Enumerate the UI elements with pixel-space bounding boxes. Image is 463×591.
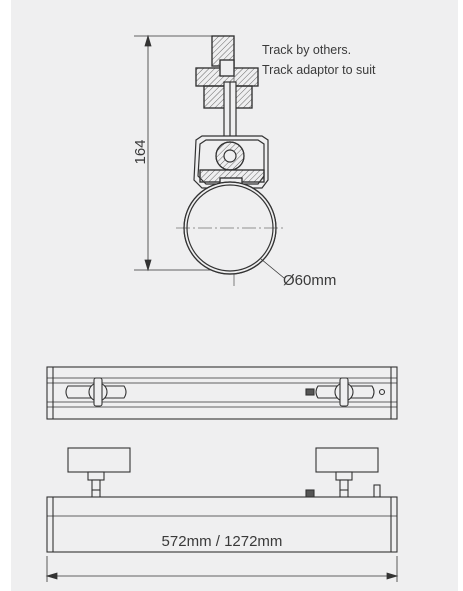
plan-adaptor-right	[305, 377, 386, 407]
height-dimension-text: 164	[132, 139, 149, 164]
plan-adaptor-left	[65, 377, 127, 407]
adaptor-housing	[193, 135, 269, 189]
track-block-left	[67, 447, 131, 473]
track-note-line-1: Track by others.	[262, 43, 351, 57]
track-section	[195, 35, 259, 109]
front-elevation	[45, 447, 399, 582]
adaptor-stem-right	[335, 471, 353, 497]
diameter-leader	[260, 258, 285, 279]
adaptor-stem-left	[87, 471, 105, 497]
track-block-right	[315, 447, 379, 473]
side-section-view	[134, 34, 285, 286]
plan-view	[46, 366, 398, 420]
tube-cross-section	[176, 181, 284, 275]
diameter-label: Ø60mm	[283, 272, 336, 289]
fitting-body	[46, 496, 398, 553]
track-note-line-2: Track adaptor to suit	[262, 63, 376, 77]
length-label: 572mm / 1272mm	[162, 533, 283, 550]
length-dimension-line	[45, 556, 399, 582]
